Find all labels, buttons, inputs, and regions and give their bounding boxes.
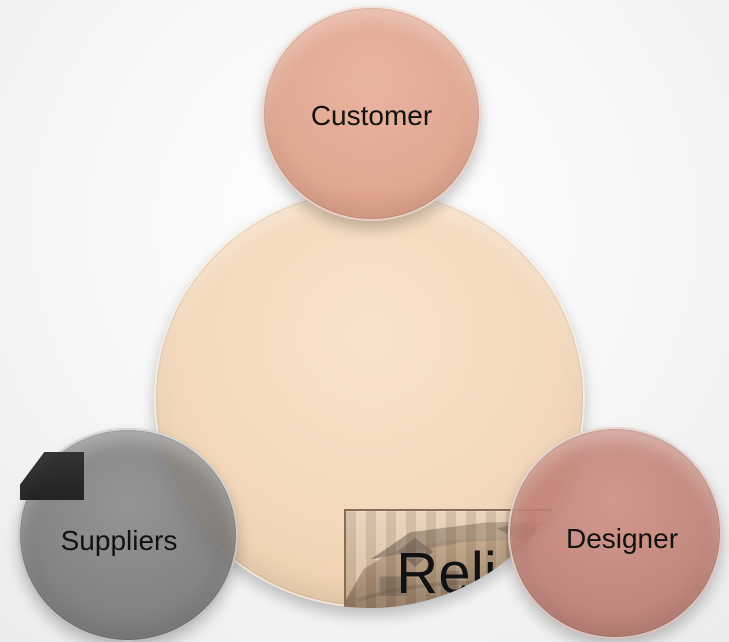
customer-label: Customer — [310, 99, 433, 131]
designer-circle: Designer — [508, 427, 722, 639]
suppliers-label: Suppliers — [60, 525, 178, 556]
dark-corner-tab — [20, 452, 84, 500]
customer-circle: Customer — [262, 6, 481, 221]
designer-label: Designer — [565, 523, 679, 554]
